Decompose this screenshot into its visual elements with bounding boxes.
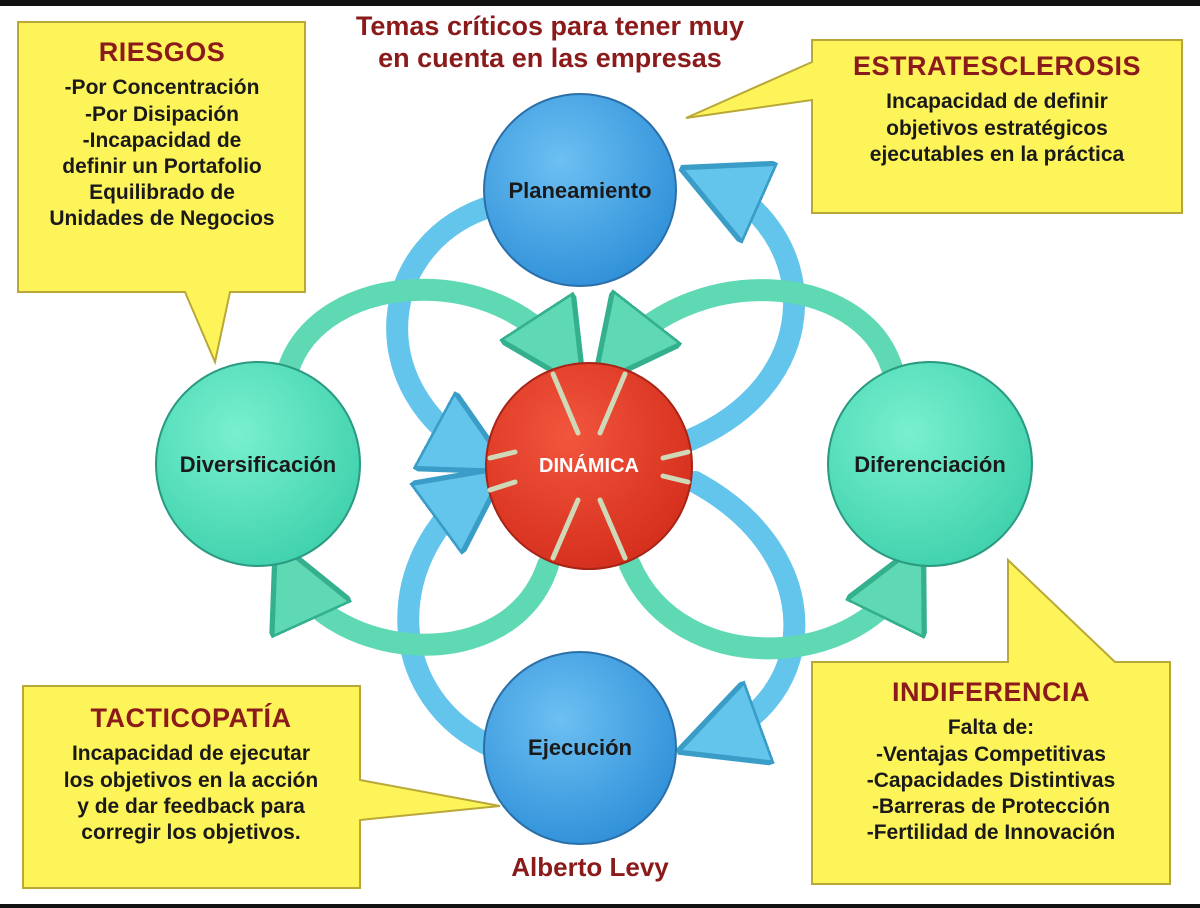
node-ejecucion-circle (483, 651, 677, 845)
author-credit: Alberto Levy (511, 852, 669, 882)
callout-riesgos-line: -Incapacidad de (82, 128, 242, 152)
node-planeamiento-circle (483, 93, 677, 287)
spoke (487, 479, 518, 493)
callout-indiferencia-shape (811, 557, 1171, 885)
callout-riesgos-shape (17, 21, 306, 366)
callout-tacticopatia-line: corregir los objetivos. (81, 820, 301, 844)
arrow-diversificacion-to-center (277, 278, 565, 370)
node-ejecucion-label: Ejecución (528, 735, 632, 760)
spoke (487, 449, 518, 461)
bottom-border (0, 904, 1200, 908)
callout-riesgos-line: -Por Disipación (84, 102, 240, 126)
arrow-planeamiento-to-center (386, 194, 495, 455)
callout-tacticopatia-line: y de dar feedback para (77, 794, 305, 818)
callout-indiferencia-line: -Fertilidad de Innovación (866, 820, 1116, 844)
callout-estratesclerosis-line: Incapacidad de definir (886, 90, 1108, 114)
spoke (660, 449, 691, 461)
callout-indiferencia-title: INDIFERENCIA (891, 677, 1090, 707)
title-line-1: Temas críticos para tener muy (355, 11, 745, 41)
callout-riesgos-title: RIESGOS (98, 37, 226, 67)
spoke (550, 497, 581, 561)
callout-indiferencia-line: Falta de: (947, 716, 1035, 740)
node-diferenciacion-label: Diferenciación (854, 452, 1006, 477)
arrow-ejecucion-to-center (397, 488, 495, 759)
callout-tacticopatia-shape (22, 685, 501, 889)
callout-estratesclerosis: ESTRATESCLEROSIS Incapacidad de definir … (815, 50, 1179, 168)
callout-tacticopatia: TACTICOPATÍA Incapacidad de ejecutar los… (26, 702, 356, 846)
callout-riesgos-line: definir un Portafolio (62, 154, 262, 178)
callout-estratesclerosis-line: objetivos estratégicos (886, 116, 1108, 140)
spoke (550, 371, 581, 436)
center-dinamica-circle (485, 362, 693, 570)
spoke (597, 497, 628, 561)
callout-tacticopatia-title: TACTICOPATÍA (90, 703, 292, 733)
arrow-center-to-diversificacion (290, 565, 559, 656)
callout-riesgos-line: Unidades de Negocios (49, 206, 275, 230)
callout-riesgos: RIESGOS -Por Concentración -Por Disipaci… (22, 36, 302, 232)
node-diversificacion-circle (155, 361, 361, 567)
callout-tacticopatia-line: Incapacidad de ejecutar (71, 742, 311, 766)
arrow-center-to-ejecucion (695, 471, 806, 740)
callout-riesgos-line: -Por Concentración (64, 76, 260, 100)
callout-indiferencia-line: -Ventajas Competitivas (876, 742, 1106, 766)
center-dinamica-label: DINÁMICA (539, 455, 639, 477)
callout-estratesclerosis-title: ESTRATESCLEROSIS (852, 51, 1142, 81)
callout-indiferencia-line: -Capacidades Distintivas (866, 768, 1116, 792)
callout-estratesclerosis-line: ejecutables en la práctica (869, 142, 1125, 166)
title-line-2: en cuenta en las empresas (378, 43, 722, 74)
callout-indiferencia-line: -Barreras de Protección (871, 794, 1111, 818)
callout-indiferencia: INDIFERENCIA Falta de: -Ventajas Competi… (815, 676, 1167, 846)
node-planeamiento-label: Planeamiento (508, 178, 652, 203)
node-diferenciacion-circle (827, 361, 1033, 567)
spoke (660, 473, 691, 485)
arrow-center-to-diferenciacion (619, 565, 908, 660)
arrow-center-to-planeamiento (690, 182, 805, 451)
arrow-diferenciacion-to-center (615, 279, 903, 368)
node-diversificacion-label: Diversificación (179, 452, 337, 477)
callout-estratesclerosis-shape (685, 39, 1183, 214)
callout-tacticopatia-line: los objetivos en la acción (63, 768, 319, 792)
diagram-title: Temas críticos para tener muy en cuenta … (300, 10, 800, 75)
top-border (0, 0, 1200, 6)
spoke (597, 371, 628, 436)
callout-riesgos-line: Equilibrado de (89, 180, 235, 204)
